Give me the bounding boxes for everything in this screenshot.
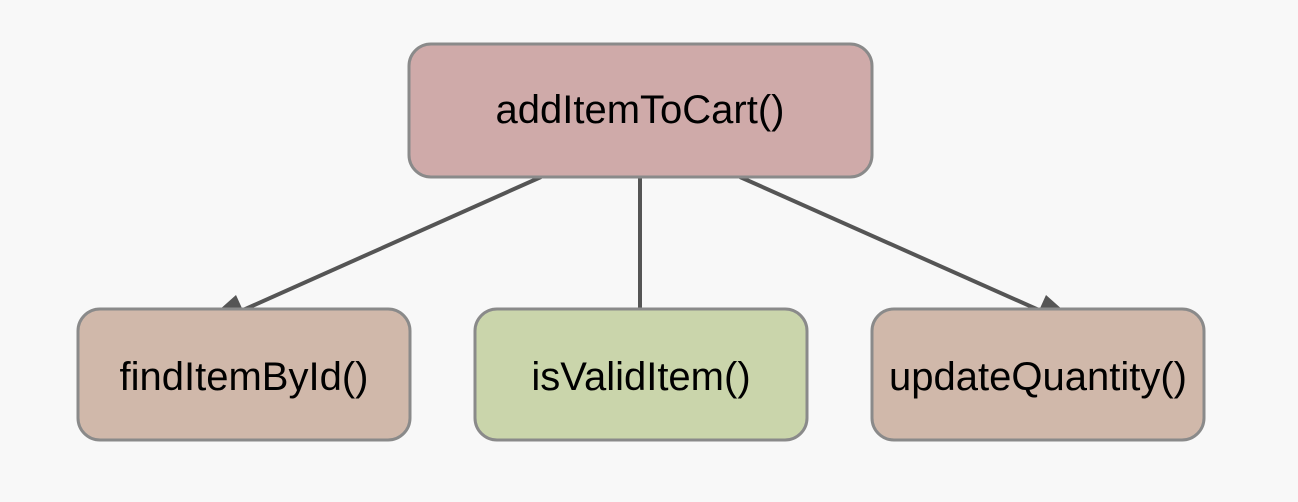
node-child2-label: isValidItem()	[531, 355, 750, 399]
edge-root-to-child1	[231, 175, 542, 317]
node-child2-box	[473, 307, 809, 442]
node-child2[interactable]: isValidItem()	[473, 307, 809, 442]
node-root-box	[407, 42, 874, 179]
edge-root-to-child3	[739, 175, 1051, 317]
node-root[interactable]: addItemToCart()	[407, 42, 874, 179]
node-child1[interactable]: findItemById()	[76, 307, 412, 442]
node-child3-label: updateQuantity()	[889, 355, 1187, 399]
node-child3-box	[870, 307, 1206, 442]
node-root-label: addItemToCart()	[496, 88, 785, 132]
node-child1-box	[76, 307, 412, 442]
node-child3[interactable]: updateQuantity()	[870, 307, 1206, 442]
node-child1-label: findItemById()	[120, 355, 369, 399]
